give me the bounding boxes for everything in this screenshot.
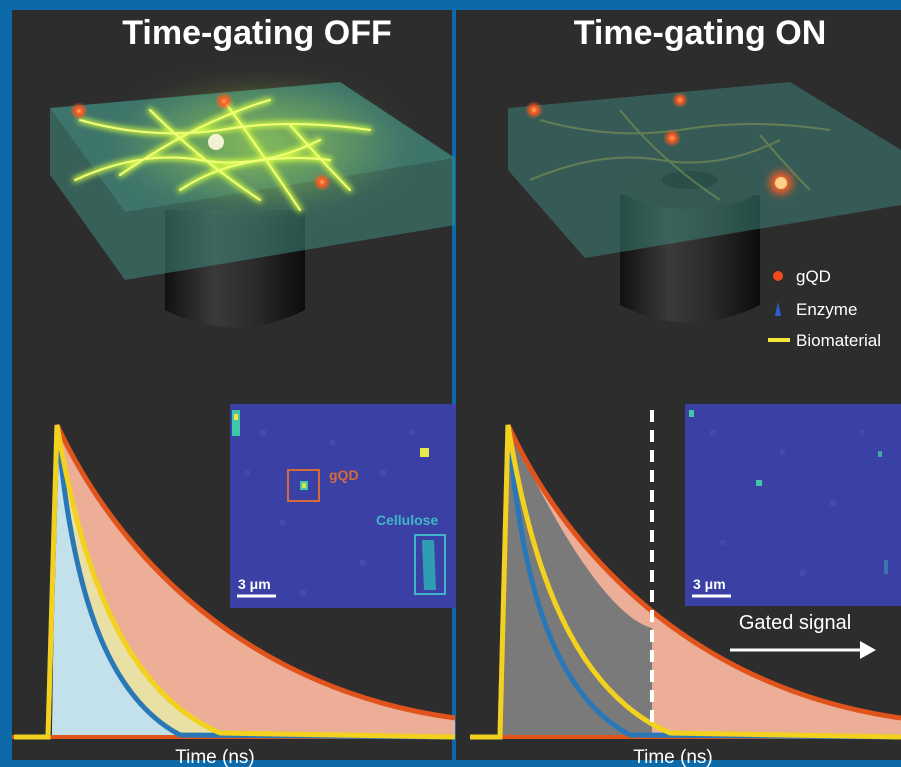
- gqd-roi-label: gQD: [329, 467, 359, 483]
- left-decay-plot: Time (ns): [12, 423, 456, 767]
- legend-enzyme-label: Enzyme: [796, 300, 857, 319]
- right-decay-plot: Time (ns) Gated signal: [470, 410, 901, 767]
- left-scale-bar-label: 3 μm: [238, 576, 271, 592]
- left-gqd-particle: [313, 173, 331, 191]
- right-gqd-decay-curve: [470, 423, 901, 740]
- gated-signal-arrowhead: [860, 641, 876, 659]
- left-enzyme-decay-curve: [45, 424, 456, 740]
- cellulose-roi-label: Cellulose: [376, 512, 438, 528]
- left-panel-title: Time-gating OFF: [122, 14, 391, 52]
- right-microscopy-inset: 3 μm: [685, 404, 901, 606]
- left-x-axis-label: Time (ns): [175, 747, 255, 767]
- left-gqd-area: [52, 425, 455, 737]
- left-microscopy-inset: gQD Cellulose 3 μm: [230, 404, 456, 608]
- left-gqd-particle: [70, 102, 88, 120]
- left-gqd-particle: [215, 92, 233, 110]
- cellulose-roi-box: [414, 534, 446, 595]
- right-gqd-particle: [672, 92, 688, 108]
- left-microscope-scene: [50, 75, 455, 328]
- right-panel-title: Time-gating ON: [574, 14, 827, 52]
- legend-biomaterial-label: Biomaterial: [796, 331, 881, 350]
- right-gqd-particle: [525, 101, 543, 119]
- legend: gQD Enzyme Biomaterial: [768, 267, 881, 350]
- right-scale-bar-label: 3 μm: [693, 576, 726, 592]
- right-biomaterial-fibers: [529, 109, 831, 201]
- left-enzyme-area: [52, 425, 180, 737]
- right-microscope-scene: [508, 82, 901, 323]
- legend-enzyme-icon: [775, 302, 781, 316]
- left-gqd-decay-curve: [14, 423, 456, 740]
- right-enzyme-decay-curve: [497, 424, 901, 740]
- left-gqd-particle: [208, 134, 224, 150]
- legend-gqd-label: gQD: [796, 267, 831, 286]
- right-x-axis-label: Time (ns): [633, 747, 713, 767]
- right-gqd-particle: [663, 129, 681, 147]
- left-biomaterial-decay-curve: [14, 424, 456, 740]
- right-biomaterial-decay-curve: [470, 424, 901, 740]
- gqd-roi-box: [287, 469, 320, 502]
- right-gated-out-area: [500, 425, 652, 737]
- gated-signal-label: Gated signal: [739, 612, 851, 634]
- legend-gqd-icon: [773, 271, 783, 281]
